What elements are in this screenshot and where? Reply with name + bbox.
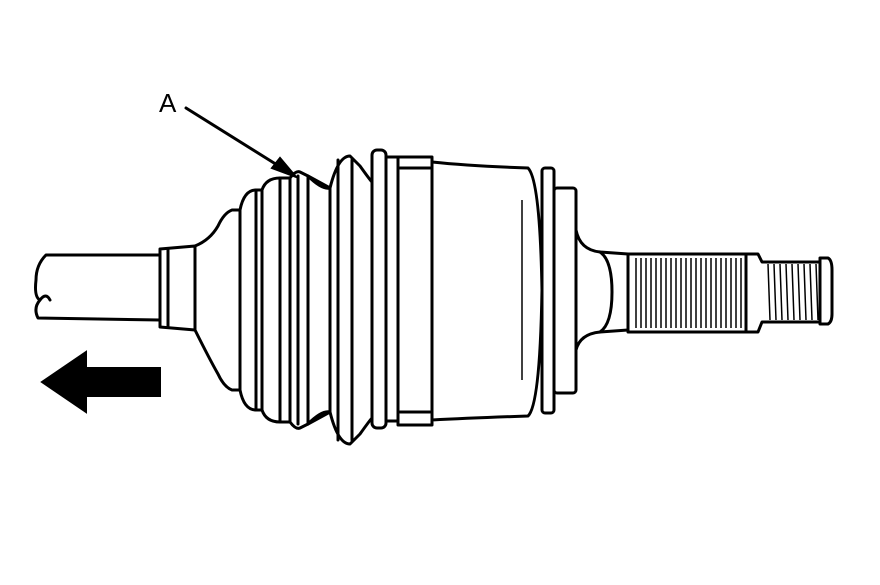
boot-small-end	[158, 244, 197, 332]
direction-arrow-left	[40, 350, 161, 414]
cv-joint-boot	[193, 154, 374, 446]
cv-joint-housing	[396, 155, 544, 427]
callout-label-a: A	[159, 88, 177, 118]
callout-a-leader	[184, 106, 300, 180]
threaded-end	[744, 252, 834, 334]
splined-stub-shaft	[626, 252, 748, 334]
axle-shaft	[34, 253, 162, 322]
stub-shaft-neck	[574, 228, 630, 352]
boot-large-clamp	[370, 148, 400, 430]
housing-flange	[540, 166, 578, 415]
